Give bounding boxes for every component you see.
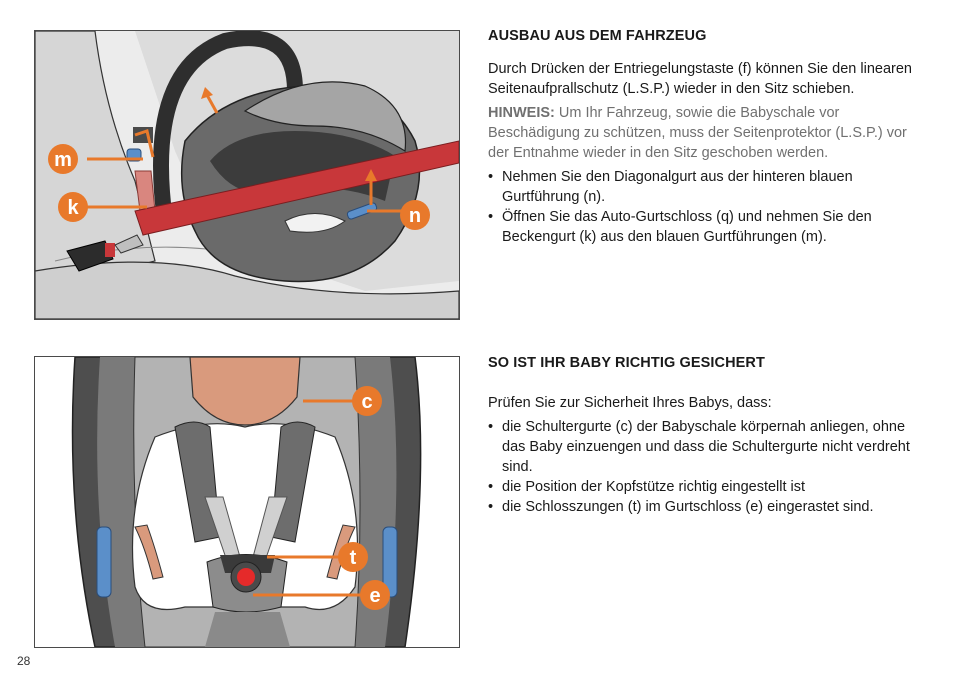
note-label: HINWEIS:	[488, 105, 555, 121]
figure-removal-illustration: m k n	[34, 30, 460, 320]
bullet-list: •Nehmen Sie den Diagonalgurt aus der hin…	[488, 167, 928, 247]
label-n: n	[409, 205, 421, 227]
label-t: t	[350, 547, 357, 569]
label-k: k	[67, 197, 79, 219]
label-e: e	[369, 585, 380, 607]
bullet-symbol: •	[488, 479, 494, 495]
list-item: •Öffnen Sie das Auto-Gurtschloss (q) und…	[488, 209, 872, 245]
paragraph: Durch Drücken der Entriegelungstaste (f)…	[488, 61, 912, 97]
page-number: 28	[17, 654, 31, 668]
section-heading: SO IST IHR BABY RICHTIG GESICHERT	[488, 355, 765, 371]
paragraph: Prüfen Sie zur Sicherheit Ihres Babys, d…	[488, 395, 772, 411]
bullet-symbol: •	[488, 209, 494, 225]
section-removal: AUSBAU AUS DEM FAHRZEUG Durch Drücken de…	[488, 28, 928, 247]
section-heading: AUSBAU AUS DEM FAHRZEUG	[488, 28, 707, 44]
bullet-list: •die Schultergurte (c) der Babyschale kö…	[488, 417, 928, 517]
figure-secured-baby-illustration: c t e	[34, 356, 460, 648]
bullet-symbol: •	[488, 169, 494, 185]
section-secured: SO IST IHR BABY RICHTIG GESICHERT Prüfen…	[488, 355, 928, 517]
list-item: •Nehmen Sie den Diagonalgurt aus der hin…	[488, 169, 853, 205]
list-item: •die Schultergurte (c) der Babyschale kö…	[488, 419, 910, 475]
list-item: •die Position der Kopfstütze richtig ein…	[488, 479, 806, 495]
note: HINWEIS: Um Ihr Fahrzeug, sowie die Baby…	[488, 103, 928, 163]
label-c: c	[361, 391, 372, 413]
list-item: •die Schlosszungen (t) im Gurtschloss (e…	[488, 499, 874, 515]
bullet-symbol: •	[488, 499, 494, 515]
bullet-symbol: •	[488, 419, 494, 435]
label-m: m	[54, 149, 72, 171]
note-text: Um Ihr Fahrzeug, sowie die Babyschale vo…	[488, 105, 907, 161]
